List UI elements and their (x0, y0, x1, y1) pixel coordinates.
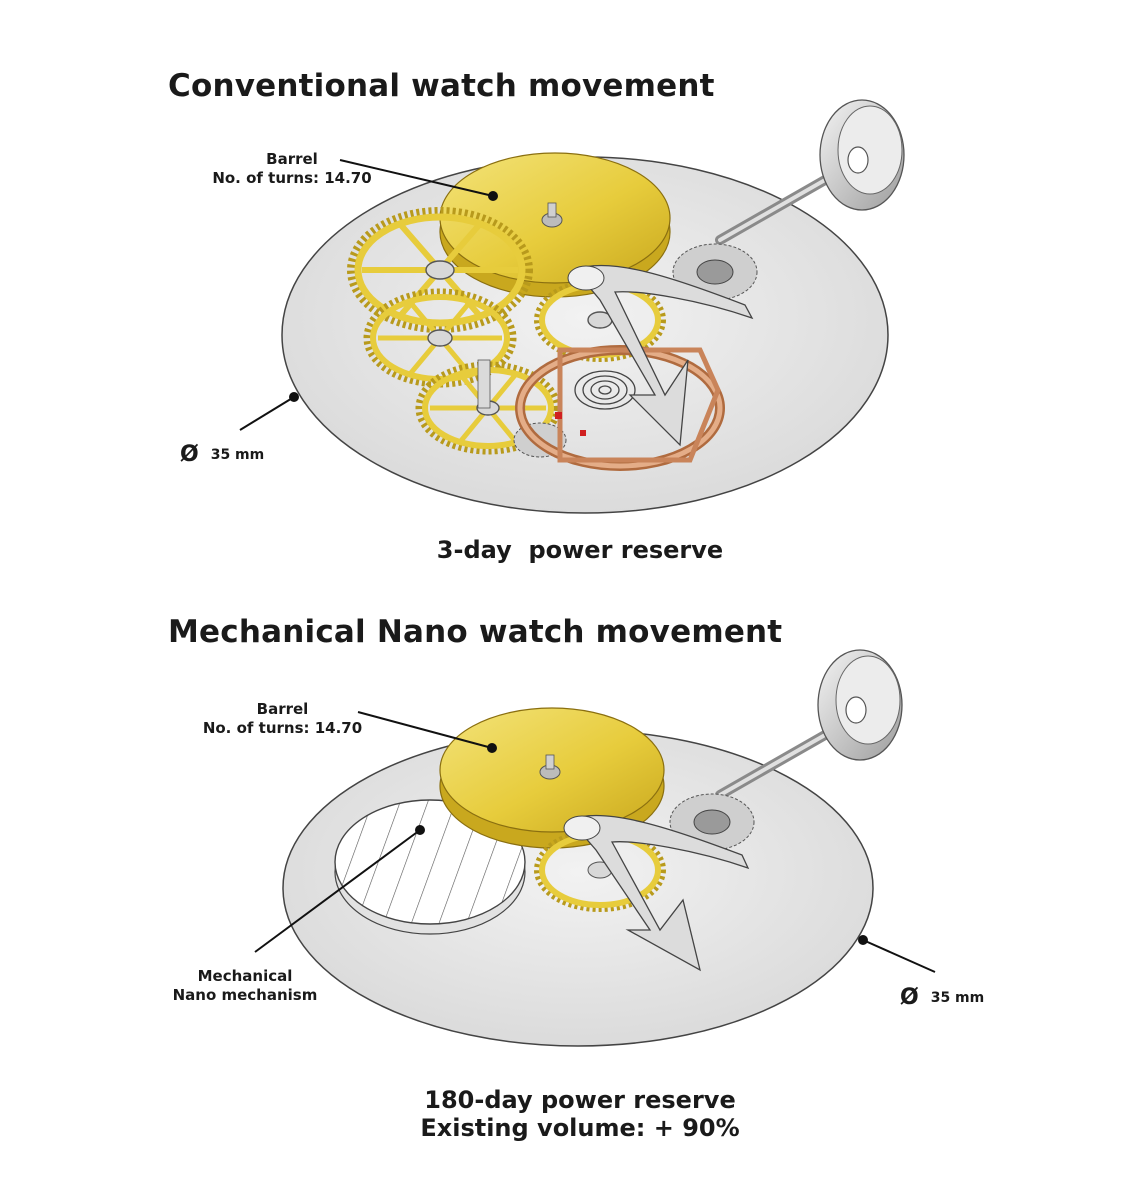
nano-mechanism-label: Mechanical Nano mechanism (160, 967, 330, 1005)
diameter-symbol: Ø (900, 985, 919, 1010)
nano-movement (254, 649, 936, 1047)
diameter-value: 35 mm (930, 990, 985, 1006)
top-power-reserve: 3-day power reserve (436, 536, 724, 564)
barrel-turns: No. of turns: 14.70 (212, 169, 372, 187)
diameter-leader-line (239, 396, 295, 431)
top-diameter: Ø 35 mm (180, 442, 264, 467)
top-title: Conventional watch movement (168, 68, 715, 104)
diameter-symbol: Ø (180, 442, 199, 467)
top-barrel-label: Barrel No. of turns: 14.70 (212, 150, 372, 188)
diameter-leader-dot (289, 392, 299, 402)
reserve-line-1: 180-day power reserve (424, 1086, 736, 1114)
barrel-leader-line (339, 159, 494, 197)
barrel (439, 152, 671, 298)
barrel-leader-dot (488, 191, 498, 201)
barrel-label: Barrel (256, 700, 309, 718)
bottom-power-reserve: 180-day power reserve Existing volume: +… (370, 1086, 790, 1142)
bottom-title: Mechanical Nano watch movement (168, 614, 783, 650)
bridge (567, 264, 754, 447)
mechanism-leader-dot (415, 825, 425, 835)
bottom-diameter: Ø 35 mm (900, 985, 984, 1010)
bottom-barrel-label: Barrel No. of turns: 14.70 (195, 700, 370, 738)
bridge (563, 814, 750, 972)
crown (715, 649, 903, 800)
conventional-movement (239, 99, 905, 514)
reserve-line-2: Existing volume: + 90% (420, 1114, 740, 1142)
mechanism-line-1: Mechanical (197, 967, 293, 985)
barrel-label: Barrel (266, 150, 318, 168)
balance-wheel (515, 345, 725, 471)
crown (715, 99, 905, 245)
mechanism-line-2: Nano mechanism (172, 986, 318, 1004)
barrel-leader-line (357, 711, 493, 749)
mechanism-leader-line (254, 829, 421, 953)
diameter-leader-line (862, 939, 936, 973)
diameter-leader-dot (858, 935, 868, 945)
diameter-value: 35 mm (210, 447, 265, 463)
barrel-leader-dot (487, 743, 497, 753)
barrel-turns: No. of turns: 14.70 (202, 719, 363, 737)
